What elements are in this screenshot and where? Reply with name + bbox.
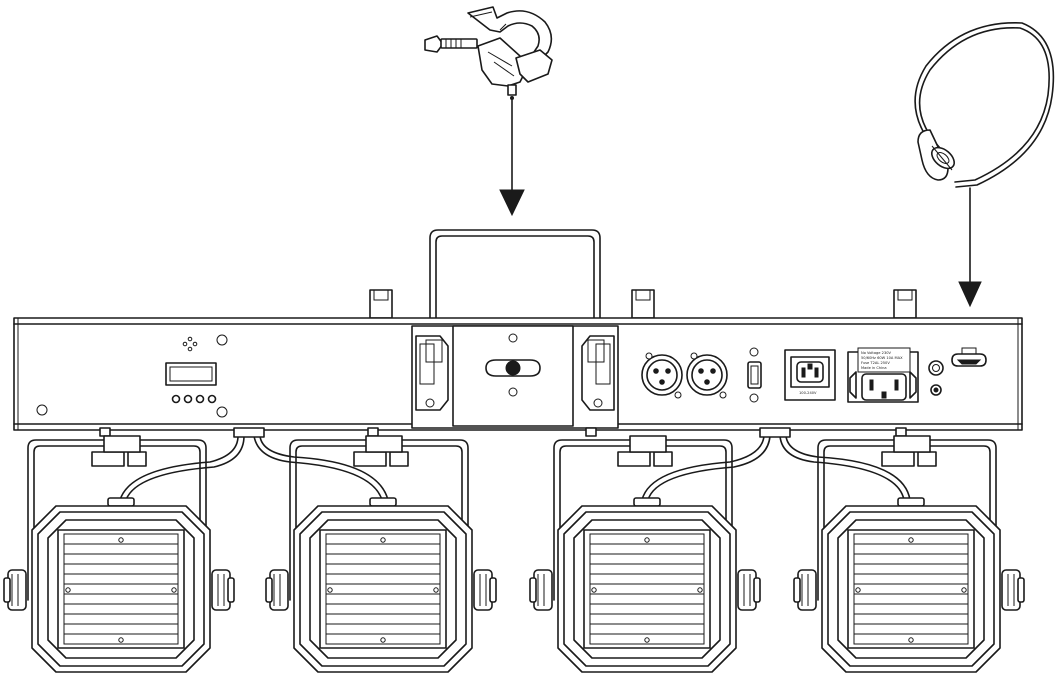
mounting-clamp	[424, 6, 553, 100]
label-line-2: 50/60Hz 60W 10A MAX	[861, 356, 903, 360]
usb-port[interactable]	[747, 347, 762, 403]
power-out-socket[interactable]: 100-240V	[784, 349, 836, 401]
light-bar: 100-240V No Voltage 230V 50/60Hz 60W 10A…	[13, 289, 1023, 431]
led-display	[165, 362, 217, 386]
label-line-4: Made in China	[861, 366, 887, 370]
par-fixture-1	[3, 435, 235, 673]
dmx-in-connector[interactable]	[641, 352, 683, 399]
label-line-1: No Voltage 230V	[861, 351, 892, 355]
mic-holes	[182, 336, 198, 352]
clamp-arrow	[499, 99, 525, 217]
par-fixture-2	[265, 435, 497, 673]
ground-terminal	[928, 360, 944, 396]
mounting-bracket	[429, 229, 601, 323]
outlet-label: 100-240V	[799, 391, 817, 395]
safety-cable	[914, 22, 1055, 188]
fixtures-group	[3, 435, 1025, 673]
par-fixture-4	[793, 435, 1025, 673]
center-mount-plate	[411, 325, 619, 429]
connection-cables	[99, 427, 911, 501]
power-in-socket[interactable]: No Voltage 230V 50/60Hz 60W 10A MAX Fuse…	[847, 347, 919, 403]
control-buttons[interactable]	[171, 394, 217, 404]
safety-eyelet	[951, 347, 987, 367]
label-line-3: Fuse T2AL 250V	[861, 361, 890, 365]
par-fixture-3	[529, 435, 761, 673]
dmx-out-connector[interactable]	[686, 352, 728, 399]
cable-arrow	[958, 187, 982, 308]
